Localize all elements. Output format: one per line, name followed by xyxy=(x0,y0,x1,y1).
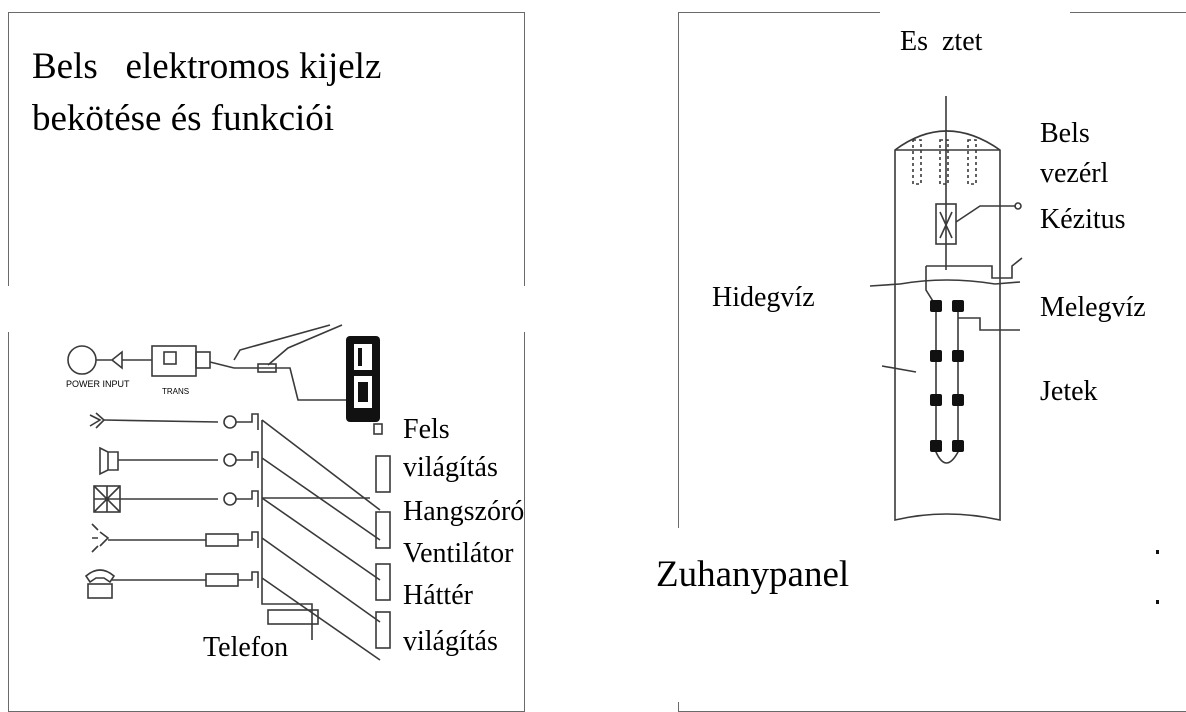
rain-shower-label: Es ztet xyxy=(900,26,983,57)
trans-label: TRANS xyxy=(162,387,190,396)
cold-water-label: Hidegvíz xyxy=(712,282,815,313)
telephone-label: Telefon xyxy=(203,632,289,663)
controller-label-1: Bels xyxy=(1040,118,1090,149)
speaker-label: Hangszóró xyxy=(403,496,525,527)
background-light-row xyxy=(91,523,259,553)
telephone-row xyxy=(84,569,259,599)
speaker-row xyxy=(99,446,259,476)
controller-label-2: vezérl xyxy=(1040,158,1109,189)
fan-row xyxy=(93,485,259,513)
left-title-line2: bekötése és funkciói xyxy=(32,98,335,139)
background-light-label-2: világítás xyxy=(403,626,498,657)
control-unit-icon xyxy=(346,336,380,422)
transformer-icon xyxy=(151,345,235,377)
panel-name-label: Zuhanypanel xyxy=(656,554,850,595)
upper-light-label-2: világítás xyxy=(403,452,498,483)
power-input-label: POWER INPUT xyxy=(66,379,130,389)
left-panel-mask xyxy=(0,286,540,332)
jets-label: Jetek xyxy=(1040,376,1098,407)
hot-water-label: Melegvíz xyxy=(1040,292,1146,323)
upper-light-label-1: Fels xyxy=(403,414,450,445)
right-panel-mask-side xyxy=(1150,290,1186,702)
right-panel-mask-top xyxy=(880,0,1070,100)
fan-label: Ventilátor xyxy=(403,538,514,569)
power-plug-icon xyxy=(67,345,152,375)
left-title-line1: Bels elektromos kijelz xyxy=(32,46,382,87)
right-panel-mask-bottom xyxy=(640,528,1160,702)
shower-column xyxy=(869,96,1023,522)
background-light-label-1: Háttér xyxy=(403,580,473,611)
jet-nozzles xyxy=(930,300,964,452)
upper-light-row xyxy=(89,412,259,430)
hand-shower-label: Kézitus xyxy=(1040,204,1126,235)
